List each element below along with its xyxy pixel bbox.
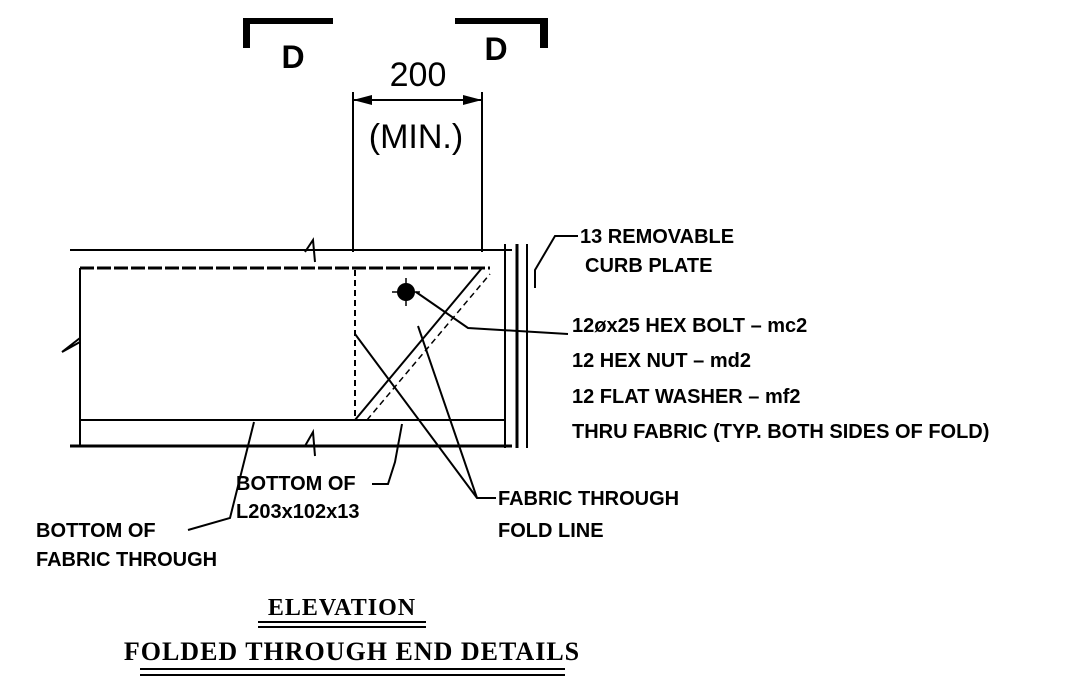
- curb-plate-line-2: CURB PLATE: [585, 255, 712, 277]
- dimension-value: 200: [390, 56, 447, 94]
- bolt-spec-line-1: 12øx25 HEX BOLT – mc2: [572, 315, 807, 337]
- fabric-bottom-line-2: FABRIC THROUGH: [36, 549, 217, 571]
- angle-bottom-line-2: L203x102x13: [236, 501, 359, 523]
- section-marker-right: D: [455, 18, 548, 67]
- fabric-fold-line-2: FOLD LINE: [498, 520, 604, 542]
- callout-angle-bottom: BOTTOM OF L203x102x13: [236, 473, 359, 523]
- callout-fabric-bottom: BOTTOM OF FABRIC THROUGH: [36, 520, 217, 571]
- curb-plate-line-1: 13 REMOVABLE: [580, 226, 734, 248]
- bolt-spec-line-4: THRU FABRIC (TYP. BOTH SIDES OF FOLD): [572, 421, 989, 443]
- callout-curb-plate: 13 REMOVABLE CURB PLATE: [580, 226, 734, 277]
- fabric-bottom-line-1: BOTTOM OF: [36, 520, 156, 542]
- title-block: ELEVATION FOLDED THROUGH END DETAILS: [124, 595, 580, 676]
- section-mark-left-label: D: [281, 39, 304, 75]
- angle-bottom-line-1: BOTTOM OF: [236, 473, 356, 495]
- bolt-spec-line-3: 12 FLAT WASHER – mf2: [572, 386, 801, 408]
- fabric-fold-line-1: FABRIC THROUGH: [498, 488, 679, 510]
- leader-lines: [187, 235, 578, 531]
- dimension-qualifier: (MIN.): [369, 118, 463, 156]
- view-title: ELEVATION: [268, 595, 416, 621]
- break-marks: [61, 237, 316, 457]
- section-mark-right-label: D: [484, 31, 507, 67]
- bolt-spec-line-2: 12 HEX NUT – md2: [572, 350, 751, 372]
- detail-title: FOLDED THROUGH END DETAILS: [124, 637, 580, 666]
- section-marker-left: D: [243, 18, 333, 75]
- callout-bolt-spec: 12øx25 HEX BOLT – mc2 12 HEX NUT – md2 1…: [572, 315, 989, 443]
- callout-fabric-fold: FABRIC THROUGH FOLD LINE: [498, 488, 679, 542]
- member-outline: [70, 244, 528, 448]
- dimension-200: 200 (MIN.): [352, 56, 483, 252]
